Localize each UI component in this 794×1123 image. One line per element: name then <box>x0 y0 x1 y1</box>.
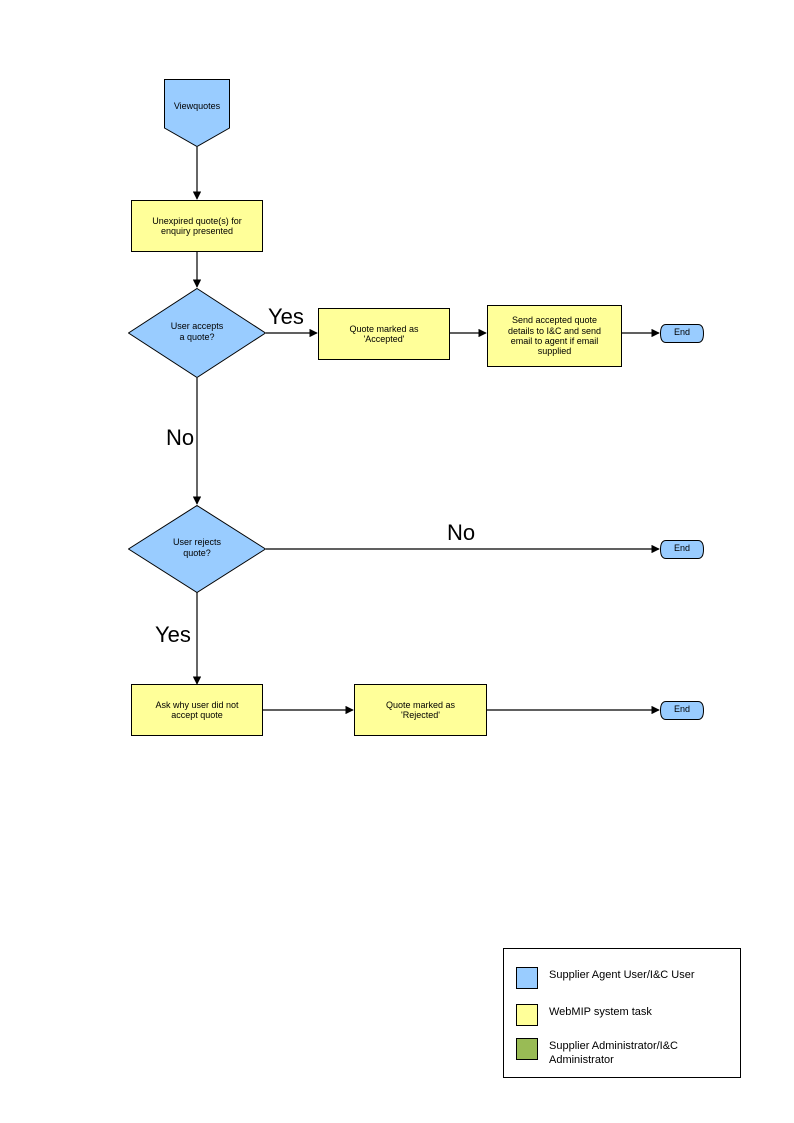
node-end-accept[interactable]: End <box>659 324 705 343</box>
legend-label: Supplier Administrator/I&C Administrator <box>549 1040 678 1066</box>
legend-swatch-yellow <box>516 1004 538 1026</box>
legend-item-supplier-agent: Supplier Agent User/I&C User <box>516 967 695 989</box>
edge-label-reject-yes: Yes <box>155 622 191 647</box>
end-terminator-shape <box>659 324 705 343</box>
end-terminator-shape <box>659 701 705 720</box>
node-unexpired-quotes[interactable]: Unexpired quote(s) for enquiry presented <box>131 200 263 252</box>
legend-swatch-green <box>516 1038 538 1060</box>
node-decision-user-rejects[interactable]: User rejects quote? <box>128 505 266 593</box>
legend-item-webmip-system-task: WebMIP system task <box>516 1004 652 1026</box>
legend-panel: Supplier Agent User/I&C User WebMIP syst… <box>503 948 741 1078</box>
node-ask-why-not-accepted[interactable]: Ask why user did not accept quote <box>131 684 263 736</box>
legend-swatch-blue <box>516 967 538 989</box>
node-start-view-quotes[interactable]: Viewquotes <box>164 79 230 147</box>
node-decision-user-accepts[interactable]: User accepts a quote? <box>128 288 266 378</box>
node-quote-marked-accepted[interactable]: Quote marked as 'Accepted' <box>318 308 450 360</box>
node-send-accepted-quote-details[interactable]: Send accepted quote details to I&C and s… <box>487 305 622 367</box>
node-end-no-reject[interactable]: End <box>659 540 705 559</box>
edge-label-accept-no: No <box>166 425 195 450</box>
node-quote-marked-rejected[interactable]: Quote marked as 'Rejected' <box>354 684 487 736</box>
decision-diamond-shape <box>128 288 266 378</box>
edge-label-accept-yes: Yes <box>268 304 304 329</box>
end-terminator-shape <box>659 540 705 559</box>
decision-label: User accepts a quote? <box>170 321 224 342</box>
end-label: End <box>673 543 690 553</box>
legend-item-supplier-administrator: Supplier Administrator/I&C Administrator <box>516 1038 678 1068</box>
node-end-reject[interactable]: End <box>659 701 705 720</box>
decision-label: User rejects quote? <box>172 537 221 558</box>
edge-label-reject-no: No <box>447 520 476 545</box>
start-label: Viewquotes <box>173 101 221 111</box>
decision-diamond-shape <box>128 505 266 593</box>
end-label: End <box>673 704 690 714</box>
legend-label: Supplier Agent User/I&C User <box>549 969 695 981</box>
end-label: End <box>673 327 690 337</box>
legend-label: WebMIP system task <box>549 1006 652 1018</box>
start-outline <box>164 79 230 147</box>
